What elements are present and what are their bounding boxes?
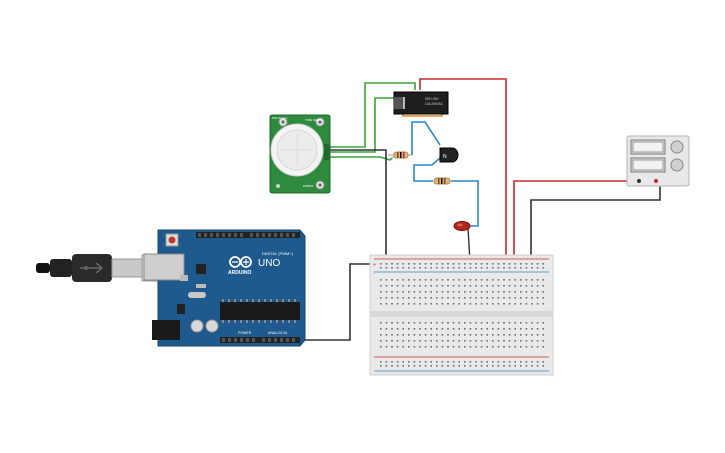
arduino-brand: ARDUINO <box>228 270 251 276</box>
arduino-analog-label: ANALOG IN <box>268 331 288 335</box>
relay[interactable]: SRD-05V 10A 250VAC <box>393 91 449 115</box>
wire-red-relay[interactable] <box>419 78 507 262</box>
transistor-label: N <box>443 154 447 160</box>
led[interactable] <box>453 221 471 231</box>
wire-blue-2[interactable] <box>413 157 441 182</box>
supply-knob-1[interactable] <box>670 140 684 154</box>
arduino-digital-label: DIGITAL (PWM~) <box>262 251 294 256</box>
breadboard-holes[interactable] <box>380 263 544 367</box>
pir-label-top-right: TIME SENS <box>305 118 321 122</box>
pir-label-top-left: PIR Sensor <box>272 116 287 120</box>
arduino-uno[interactable]: DIGITAL (PWM~) ARDUINO UNO POWER ANALOG … <box>143 229 306 347</box>
wire-blue-1[interactable] <box>411 121 441 155</box>
wire-red-supply[interactable] <box>513 180 656 262</box>
breadboard-plus: + <box>373 262 376 268</box>
pir-label-bottom-right: PIR500- <box>303 184 314 188</box>
wire-green-3[interactable] <box>330 156 393 161</box>
wire-black-pir[interactable] <box>330 149 387 262</box>
transistor[interactable]: N <box>439 147 459 163</box>
resistor-1[interactable] <box>393 151 409 159</box>
power-supply[interactable] <box>626 135 690 187</box>
wire-black-supply[interactable] <box>530 181 661 262</box>
relay-label-2: 10A 250VAC <box>425 102 444 106</box>
breadboard-minus: - <box>373 271 375 277</box>
wires <box>303 78 661 341</box>
arduino-model: UNO <box>258 258 280 269</box>
relay-label-1: SRD-05V <box>425 97 439 101</box>
resistor-2[interactable] <box>433 177 451 185</box>
wire-black-arduino[interactable] <box>303 263 384 341</box>
pir-sensor[interactable]: PIR Sensor TIME SENS PIR500- <box>269 114 331 194</box>
wire-green-1[interactable] <box>330 82 416 148</box>
arduino-power-label: POWER <box>238 331 252 335</box>
supply-knob-2[interactable] <box>670 158 684 172</box>
arduino-logo <box>229 256 252 268</box>
breadboard[interactable]: + - <box>369 254 554 376</box>
supply-terminal-pos[interactable] <box>654 179 658 183</box>
supply-terminal-neg[interactable] <box>637 179 641 183</box>
wire-green-2[interactable] <box>330 97 395 153</box>
wire-blue-3[interactable] <box>451 180 479 227</box>
